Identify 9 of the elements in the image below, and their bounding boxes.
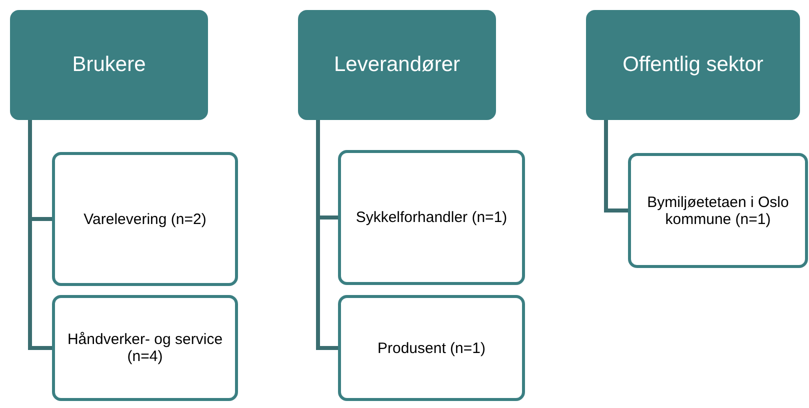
category-box: Offentlig sektor (586, 10, 800, 120)
category-box: Brukere (10, 10, 208, 120)
group-box: Varelevering (n=2) (52, 152, 238, 286)
group-box: Håndverker- og service (n=4) (52, 295, 238, 401)
connector-line (604, 120, 628, 212)
category-box: Leverandører (298, 10, 496, 120)
group-box: Bymiljøetetaen i Oslo kommune (n=1) (628, 153, 808, 268)
group-box: Produsent (n=1) (338, 295, 525, 401)
group-box: Sykkelforhandler (n=1) (338, 150, 525, 285)
